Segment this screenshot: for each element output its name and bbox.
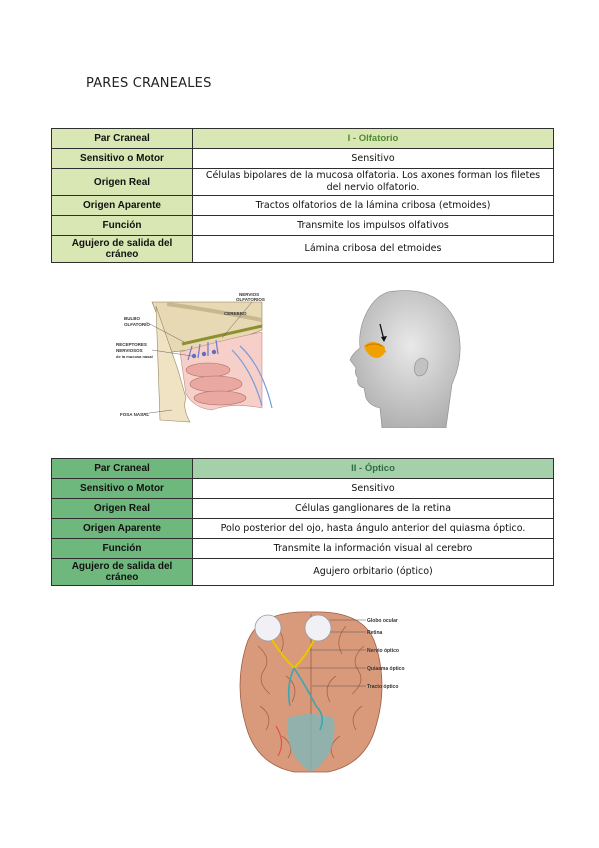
table-row: Sensitivo o Motor Sensitivo [51, 478, 554, 499]
row-value: Lámina cribosa del etmoides [192, 235, 554, 263]
row-label: Función [51, 538, 193, 559]
page-title: PARES CRANEALES [86, 76, 212, 91]
row-label: Agujero de salida del cráneo [51, 558, 193, 586]
olfactory-nerve-table: Par Craneal I - Olfatorio Sensitivo o Mo… [51, 128, 554, 263]
table-row: Agujero de salida del cráneo Lámina crib… [51, 235, 554, 263]
table-row: Sensitivo o Motor Sensitivo [51, 148, 554, 169]
table-row: Origen Real Células ganglionares de la r… [51, 498, 554, 519]
row-label: Origen Aparente [51, 195, 193, 216]
row-value: II - Óptico [192, 458, 554, 479]
row-value: Sensitivo [192, 148, 554, 169]
label-tracto-optico: Tracto óptico [367, 684, 398, 690]
label-cerebro: CEREBRO [224, 311, 247, 316]
row-value: I - Olfatorio [192, 128, 554, 149]
nasal-cavity-diagram: NERVIOS OLFATORIOS CEREBRO BULBO OLFATOR… [116, 292, 273, 423]
row-label: Agujero de salida del cráneo [51, 235, 193, 263]
label-olfatorio: OLFATORIO [124, 322, 150, 327]
row-value: Células ganglionares de la retina [192, 498, 554, 519]
row-label: Origen Real [51, 168, 193, 196]
head-profile-figure [349, 290, 461, 428]
label-quiasma-optico: Quiasma óptico [367, 666, 405, 672]
label-nervio-optico: Nervio óptico [367, 648, 399, 654]
label-bulbo: BULBO [124, 316, 140, 321]
table-row: Par Craneal II - Óptico [51, 458, 554, 479]
row-value: Transmite la información visual al cereb… [192, 538, 554, 559]
label-nerviosos: NERVIOSOS [116, 348, 143, 353]
row-value: Sensitivo [192, 478, 554, 499]
row-label: Origen Real [51, 498, 193, 519]
row-value: Polo posterior del ojo, hasta ángulo ant… [192, 518, 554, 539]
row-label: Función [51, 215, 193, 236]
table-row: Función Transmite la información visual … [51, 538, 554, 559]
label-mucosa: de la mucosa nasal [116, 354, 153, 359]
row-label: Origen Aparente [51, 518, 193, 539]
row-label: Sensitivo o Motor [51, 478, 193, 499]
label-olfatorios: OLFATORIOS [236, 297, 265, 302]
table-row: Función Transmite los impulsos olfativos [51, 215, 554, 236]
label-nervios: NERVIOS [239, 292, 259, 297]
table-row: Origen Real Células bipolares de la muco… [51, 168, 554, 196]
optic-nerve-table: Par Craneal II - Óptico Sensitivo o Moto… [51, 458, 554, 586]
row-label: Par Craneal [51, 458, 193, 479]
label-fosa-nasal: FOSA NASAL [120, 412, 149, 417]
label-globo-ocular: Globo ocular [367, 618, 398, 624]
label-receptores: RECEPTORES [116, 342, 147, 347]
table-row: Par Craneal I - Olfatorio [51, 128, 554, 149]
label-retina: Retina [367, 630, 383, 636]
row-label: Sensitivo o Motor [51, 148, 193, 169]
row-value: Células bipolares de la mucosa olfatoria… [192, 168, 554, 196]
row-label: Par Craneal [51, 128, 193, 149]
row-value: Transmite los impulsos olfativos [192, 215, 554, 236]
table-row: Origen Aparente Tractos olfatorios de la… [51, 195, 554, 216]
optic-pathway-diagram: Globo ocular Retina Nervio óptico Quiasm… [239, 611, 405, 773]
row-value: Tractos olfatorios de la lámina cribosa … [192, 195, 554, 216]
table-row: Agujero de salida del cráneo Agujero orb… [51, 558, 554, 586]
row-value: Agujero orbitario (óptico) [192, 558, 554, 586]
table-row: Origen Aparente Polo posterior del ojo, … [51, 518, 554, 539]
